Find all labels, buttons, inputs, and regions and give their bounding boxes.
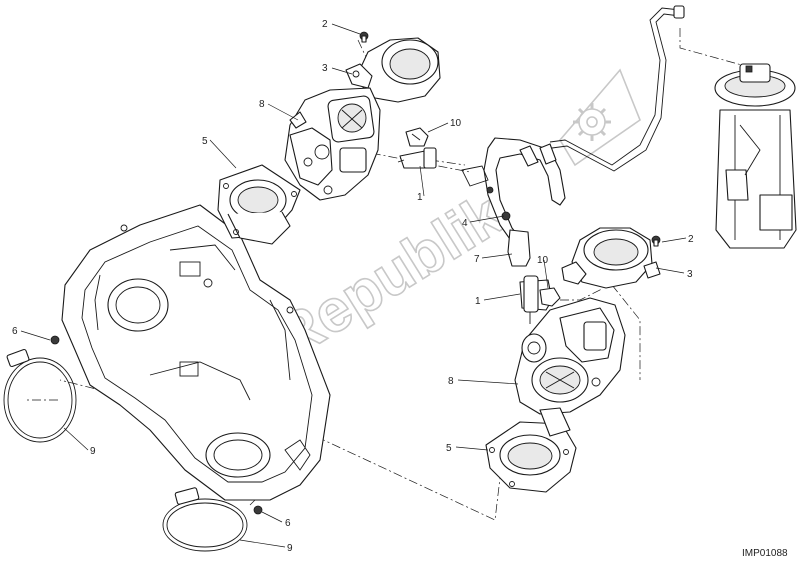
callout-7: 7 bbox=[474, 254, 480, 265]
callout-5-lower: 5 bbox=[446, 443, 452, 454]
callout-1-lower: 1 bbox=[475, 296, 481, 307]
leader-lines bbox=[20, 23, 687, 548]
callout-10-upper: 10 bbox=[450, 118, 462, 129]
hose-clamp-bottom bbox=[162, 487, 248, 552]
callout-labels: 2 3 8 5 10 1 4 7 10 1 2 3 8 5 6 9 6 9 bbox=[12, 19, 694, 554]
manifold-flange-upper bbox=[217, 164, 301, 245]
callout-2-lower: 2 bbox=[688, 234, 694, 245]
callout-9-bottom: 9 bbox=[287, 543, 293, 554]
screw-6-left bbox=[50, 335, 60, 345]
callout-9-left: 9 bbox=[90, 446, 96, 457]
callout-6-bottom: 6 bbox=[285, 518, 291, 529]
fuel-feed-tube bbox=[549, 5, 685, 172]
callout-5-upper: 5 bbox=[202, 136, 208, 147]
injector-upper bbox=[397, 147, 437, 169]
callout-10-lower: 10 bbox=[537, 255, 549, 266]
intake-funnel-upper bbox=[345, 37, 441, 103]
manifold-flange-lower bbox=[485, 407, 577, 493]
screw-6-bottom bbox=[253, 505, 263, 515]
throttle-body-lower bbox=[514, 297, 626, 415]
hose-clamp-left bbox=[3, 348, 77, 443]
callout-8-lower: 8 bbox=[448, 376, 454, 387]
fuel-pump-unit bbox=[714, 63, 797, 249]
callout-8-upper: 8 bbox=[259, 99, 265, 110]
callout-3-upper: 3 bbox=[322, 63, 328, 74]
throttle-body-upper bbox=[284, 87, 381, 201]
screw-2-upper bbox=[359, 31, 369, 43]
airbox-housing bbox=[61, 204, 331, 501]
intake-funnel-lower bbox=[561, 227, 661, 289]
watermark-gear-icon bbox=[573, 103, 611, 141]
callout-2-upper: 2 bbox=[322, 19, 328, 30]
diagram-reference-code: IMP01088 bbox=[742, 548, 788, 559]
callout-6-left: 6 bbox=[12, 326, 18, 337]
watermark-flag-icon bbox=[559, 68, 641, 167]
callout-3-lower: 3 bbox=[687, 269, 693, 280]
screw-2-lower bbox=[651, 235, 661, 247]
injector-clip-upper bbox=[405, 127, 429, 147]
callout-4: 4 bbox=[462, 218, 468, 229]
callout-1-upper: 1 bbox=[417, 192, 423, 203]
injector-clip-lower bbox=[539, 287, 561, 307]
